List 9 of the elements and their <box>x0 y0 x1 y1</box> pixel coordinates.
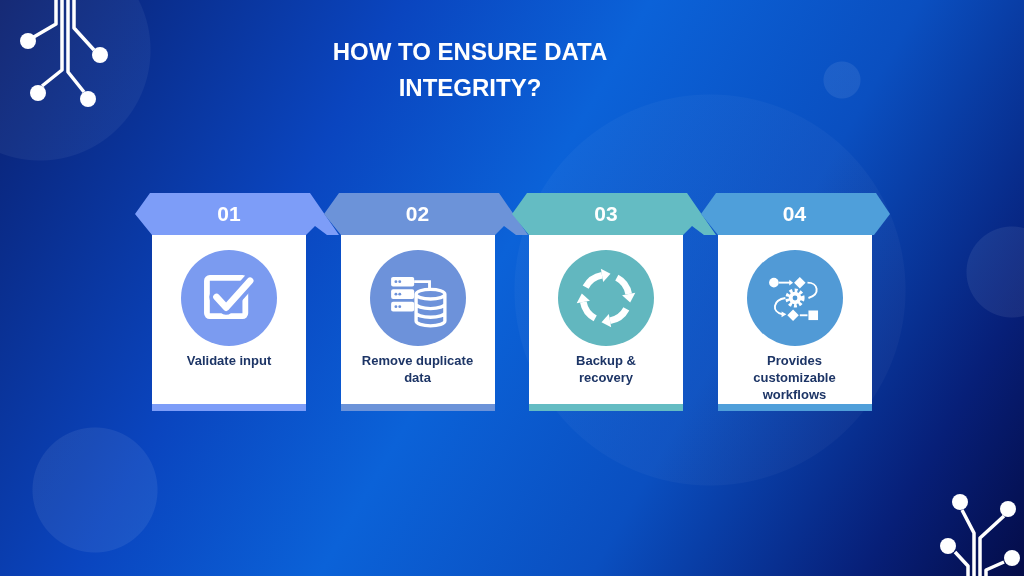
title-heading: HOW TO ENSURE DATA INTEGRITY? <box>331 37 609 103</box>
step-number: 01 <box>217 202 241 226</box>
step-number: 04 <box>782 202 807 226</box>
step-label: Backup & recovery <box>575 352 637 386</box>
step-label: Validate input <box>185 352 273 369</box>
step-label: Remove duplicate data <box>360 352 475 386</box>
step-label: Provides customizable workflows <box>752 352 837 403</box>
step-number: 02 <box>405 202 430 226</box>
step-number: 03 <box>594 202 618 226</box>
